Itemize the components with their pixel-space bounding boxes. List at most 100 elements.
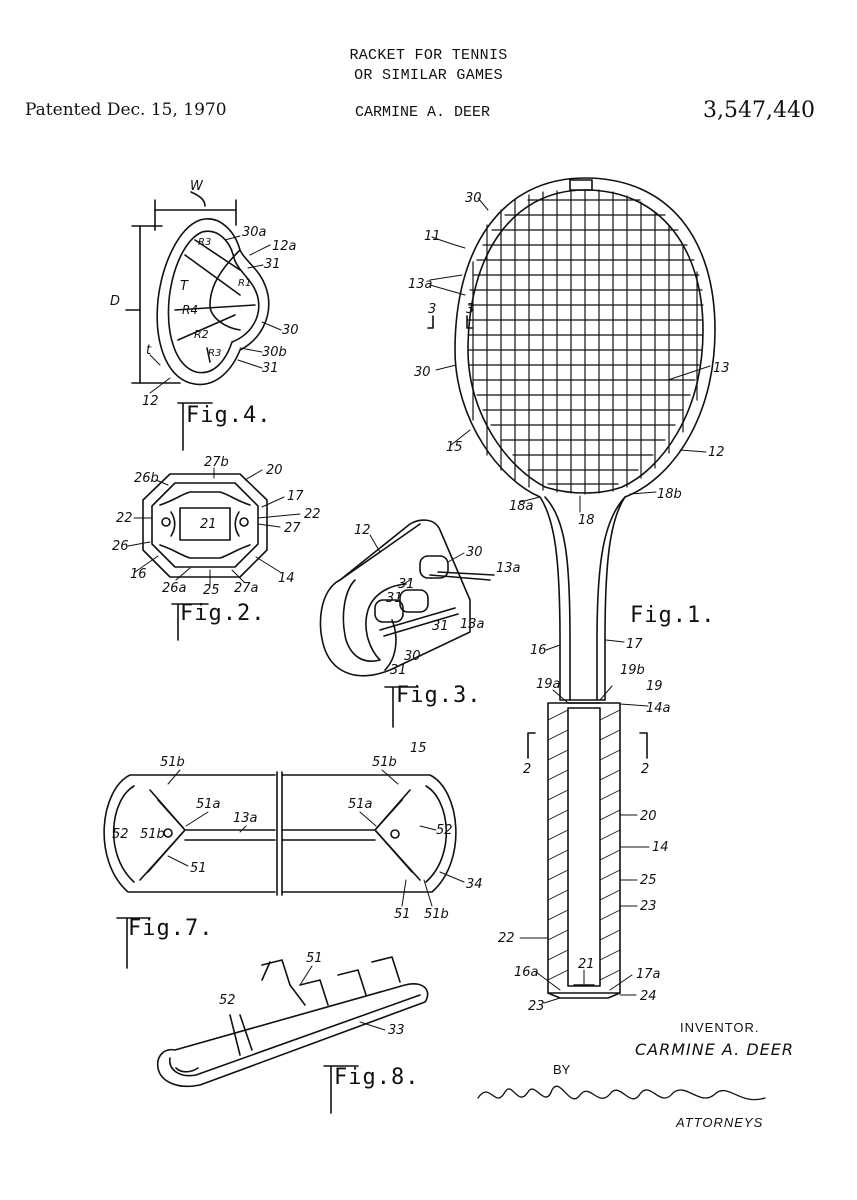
ref-label: 22 <box>498 931 515 946</box>
ref-label: 52 <box>112 827 129 842</box>
ref-label: R2 <box>194 328 209 341</box>
ref-label: 31 <box>386 591 403 606</box>
ref-label: 51b <box>424 907 449 922</box>
ref-label: 30 <box>466 545 483 560</box>
ref-label: 31 <box>264 257 281 272</box>
ref-label: 18a <box>509 499 534 514</box>
fig4-reference-numerals: W D R3 30a 12a 31 T R1 R4 R2 30 t R3 30b… <box>110 179 299 409</box>
ref-label: 15 <box>410 741 427 756</box>
ref-label: 13a <box>233 811 258 826</box>
ref-label: 31 <box>432 619 449 634</box>
fig7-label: Fig.7. <box>128 916 213 941</box>
fig2-reference-numerals: 27b 20 26b 17 22 22 21 27 26 16 26a 25 2… <box>112 455 321 598</box>
ref-label: 30 <box>465 191 482 206</box>
ref-label: 13a <box>496 561 521 576</box>
by-label: BY <box>553 1062 571 1077</box>
ref-label: 17a <box>636 967 661 982</box>
ref-label: 51b <box>140 827 165 842</box>
ref-label: W <box>190 179 204 194</box>
inventor-header: CARMINE A. DEER <box>355 104 491 121</box>
ref-label: 12a <box>272 239 297 254</box>
fig1-racket-drawing <box>427 177 716 1004</box>
ref-label: 19b <box>620 663 645 678</box>
ref-label: 34 <box>466 877 483 892</box>
ref-label: R3 <box>198 237 211 248</box>
ref-label: 15 <box>446 440 463 455</box>
ref-label: 25 <box>203 583 220 598</box>
ref-label: 18 <box>578 513 595 528</box>
ref-label: 31 <box>398 577 415 592</box>
ref-label: 30 <box>282 323 299 338</box>
ref-label: 14a <box>646 701 671 716</box>
ref-label: t <box>146 343 152 358</box>
ref-label: T <box>180 279 189 294</box>
ref-label: 30 <box>414 365 431 380</box>
patented-date: Patented Dec. 15, 1970 <box>25 100 227 120</box>
ref-label: 11 <box>424 229 441 244</box>
ref-label: 27b <box>204 455 229 470</box>
ref-label: 16 <box>130 567 147 582</box>
ref-label: 51 <box>190 861 207 876</box>
ref-label: 30 <box>404 649 421 664</box>
patent-title-line2: OR SIMILAR GAMES <box>354 67 503 84</box>
ref-label: 21 <box>578 957 595 972</box>
ref-label: 22 <box>304 507 321 522</box>
attorney-signature-drawing <box>477 1085 766 1101</box>
ref-label: 16a <box>514 965 539 980</box>
ref-label: 52 <box>219 993 236 1008</box>
ref-label: 14 <box>652 840 669 855</box>
ref-label: 24 <box>640 989 657 1004</box>
ref-label: R1 <box>238 278 251 289</box>
ref-label: 13a <box>408 277 433 292</box>
ref-label: 31 <box>390 663 407 678</box>
ref-label: 26b <box>134 471 159 486</box>
fig8-label: Fig.8. <box>334 1065 419 1090</box>
ref-label: 19a <box>536 677 561 692</box>
fig3-label: Fig.3. <box>396 683 481 708</box>
ref-label: 13a <box>460 617 485 632</box>
ref-label: 27a <box>234 581 259 596</box>
ref-label: 20 <box>266 463 283 478</box>
ref-label: 18b <box>657 487 682 502</box>
ref-label: 2 <box>641 762 649 777</box>
ref-label: 16 <box>530 643 547 658</box>
fig2-label: Fig.2. <box>180 601 265 626</box>
ref-label: 25 <box>640 873 657 888</box>
ref-label: 26a <box>162 581 187 596</box>
ref-label: 30b <box>262 345 287 360</box>
ref-label: 12 <box>142 394 159 409</box>
ref-label: R4 <box>182 303 198 317</box>
patent-number: 3,547,440 <box>703 98 815 123</box>
ref-label: 23 <box>640 899 657 914</box>
fig2-section-drawing <box>127 467 301 641</box>
fig3-perspective-drawing <box>319 519 495 728</box>
ref-label: 31 <box>262 361 279 376</box>
ref-label: 17 <box>626 637 643 652</box>
fig7-reference-numerals: 51b 51a 13a 52 51b 51 51b 15 51a 52 34 5… <box>112 741 483 922</box>
inventor-label: INVENTOR. <box>680 1020 760 1035</box>
ref-label: 51b <box>160 755 185 770</box>
ref-label: 14 <box>278 571 295 586</box>
ref-label: 51 <box>394 907 411 922</box>
ref-label: D <box>110 294 120 309</box>
ref-label: 23 <box>528 999 545 1014</box>
ref-label: 26 <box>112 539 129 554</box>
fig4-section-drawing <box>125 191 282 451</box>
fig7-section-drawing <box>103 769 465 969</box>
fig8-perspective-drawing <box>156 956 429 1114</box>
ref-label: 33 <box>388 1023 405 1038</box>
ref-label: 51a <box>348 797 373 812</box>
ref-label: 27 <box>284 521 301 536</box>
ref-label: 19 <box>646 679 663 694</box>
inventor-signature-name: CARMINE A. DEER <box>635 1040 794 1059</box>
fig1-label: Fig.1. <box>630 603 715 628</box>
ref-label: 17 <box>287 489 304 504</box>
ref-label: 51b <box>372 755 397 770</box>
ref-label: 22 <box>116 511 133 526</box>
ref-label: R3 <box>208 348 221 359</box>
ref-label: 51a <box>196 797 221 812</box>
ref-label: 2 <box>523 762 531 777</box>
ref-label: 20 <box>640 809 657 824</box>
ref-label: 30a <box>242 225 267 240</box>
